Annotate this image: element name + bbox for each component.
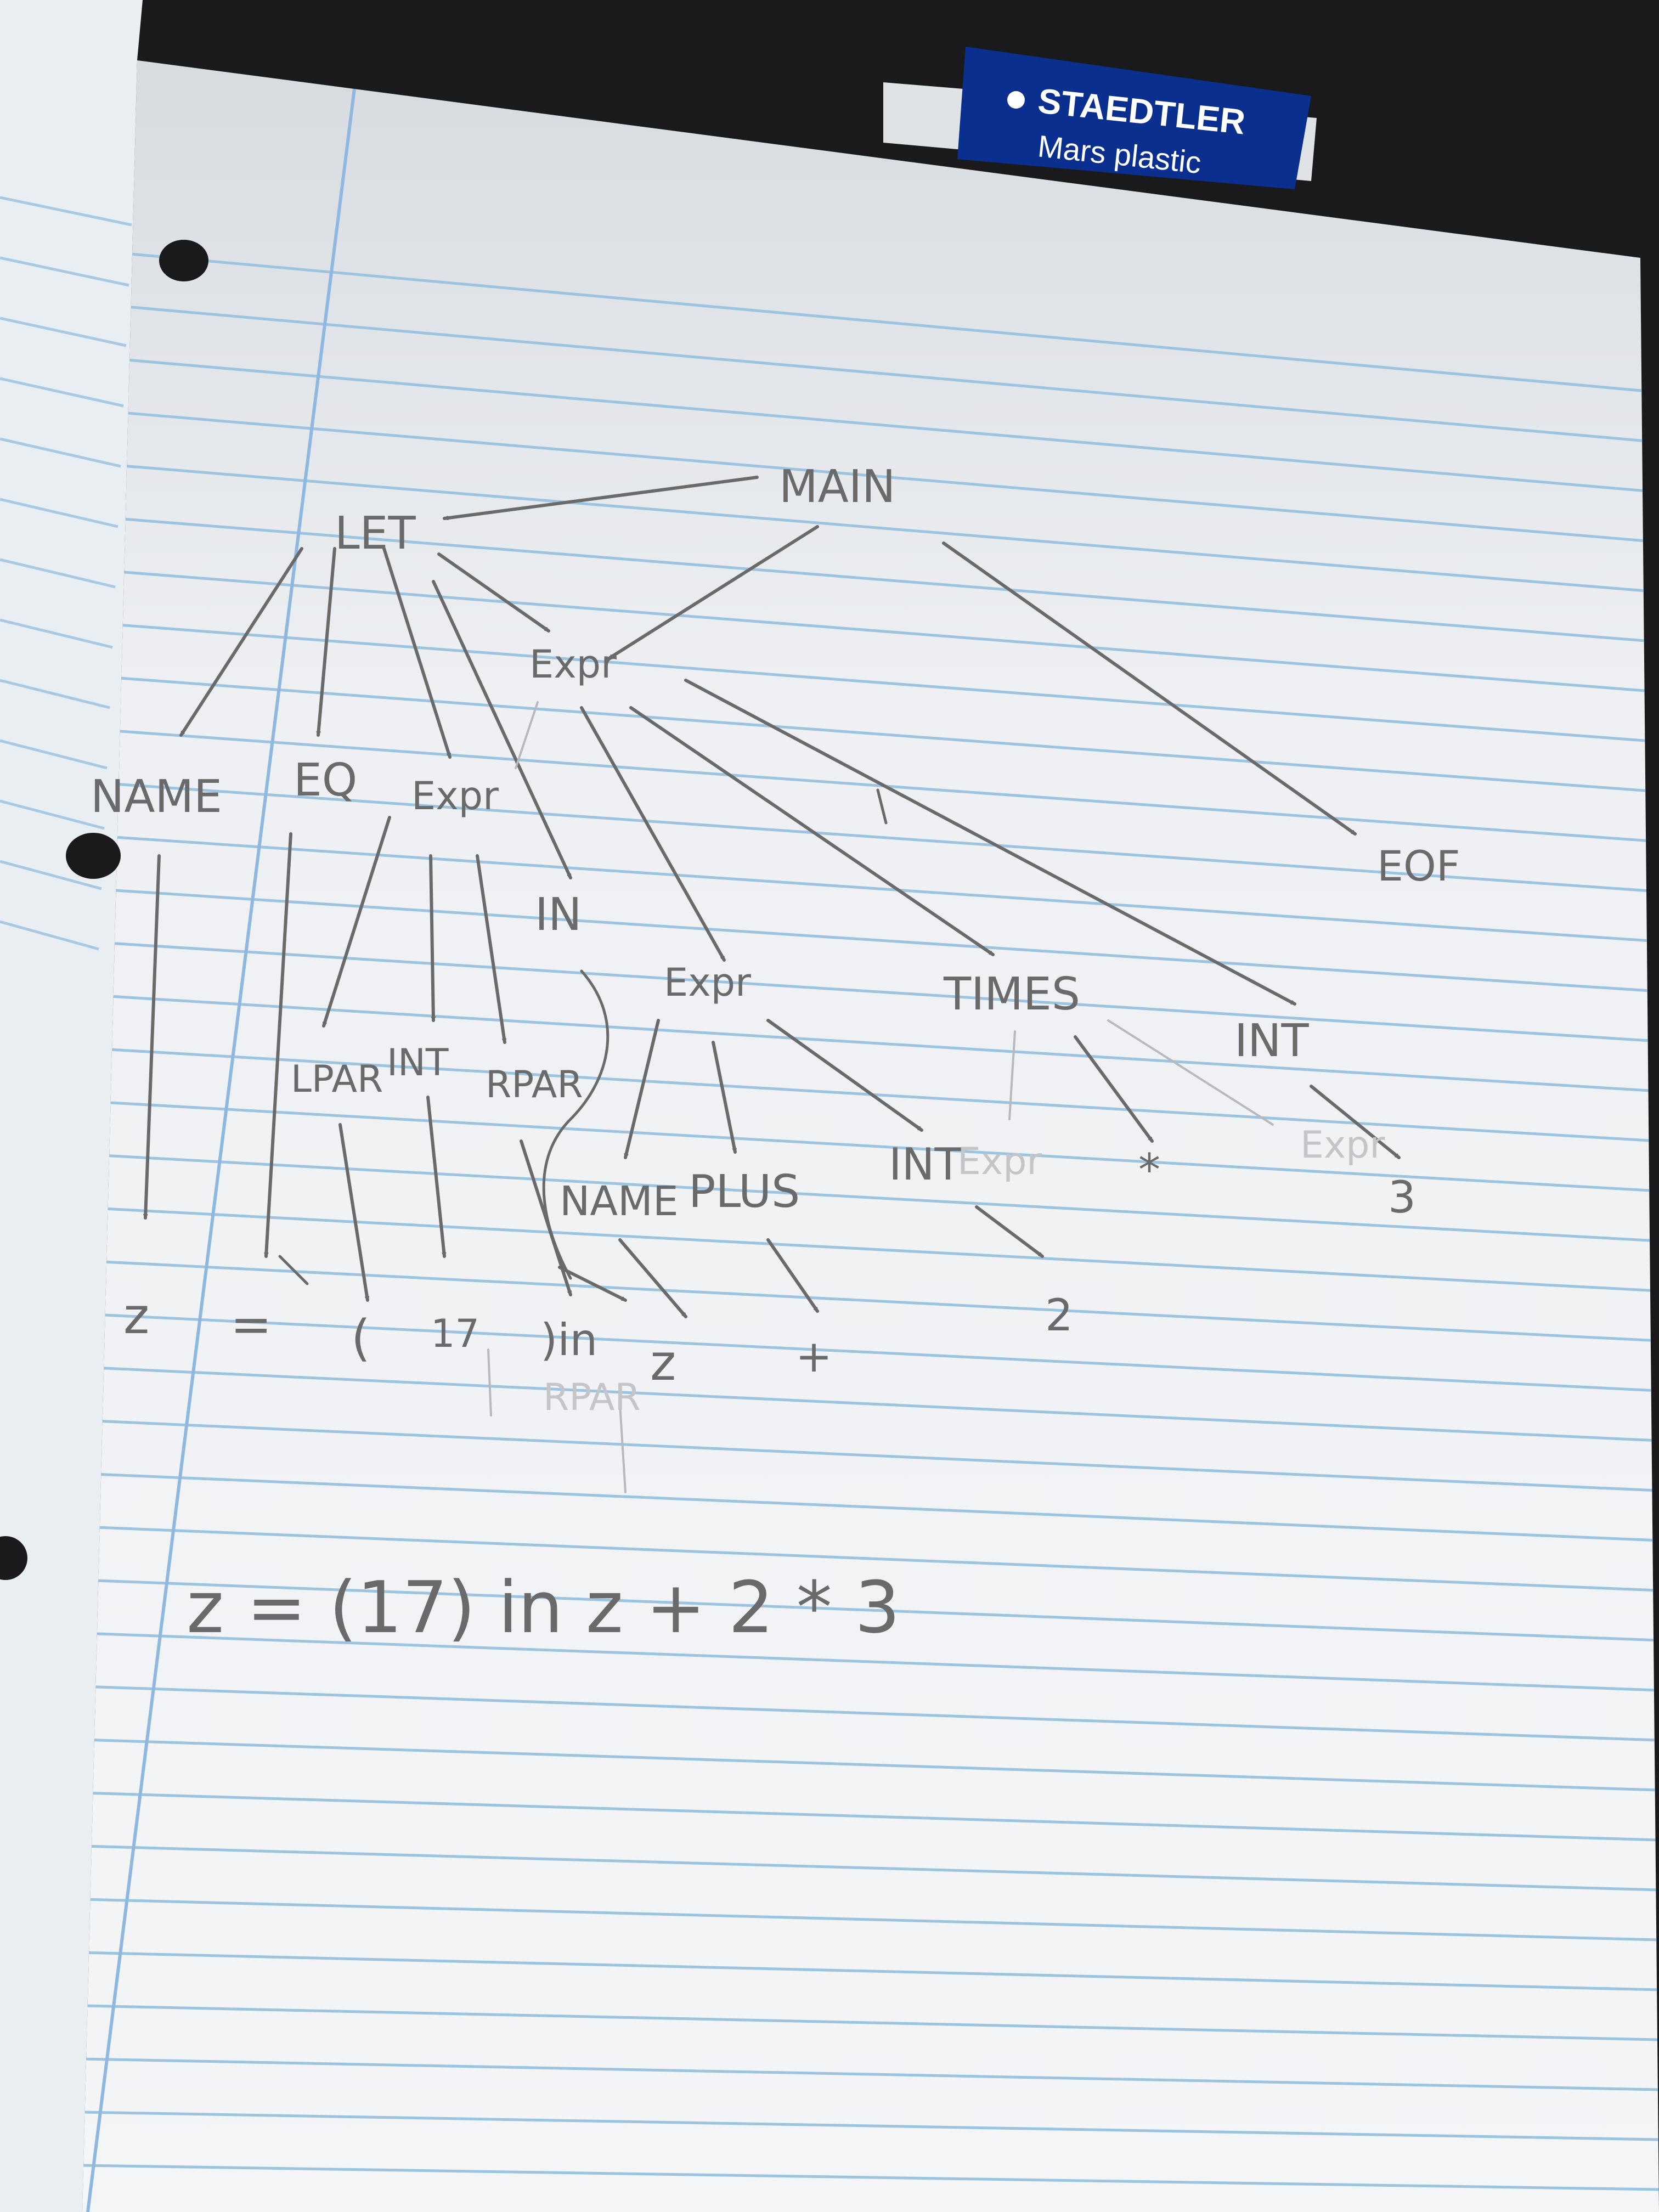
node-main: MAIN <box>779 461 895 513</box>
binder-hole-bottom <box>0 1536 27 1580</box>
node-eof: EOF <box>1377 842 1460 890</box>
node-eq: EQ <box>294 754 357 806</box>
node-expr-let: Expr <box>411 774 499 819</box>
node-int-2: INT <box>889 1139 962 1190</box>
node-int-17: INT <box>387 1041 449 1085</box>
tree-nodes: MAIN LET Expr NAME EQ Expr IN Expr TIMES… <box>91 461 1460 1341</box>
node-expr-mid: Expr <box>664 960 751 1005</box>
tree-edges-extra <box>278 788 888 1285</box>
faint-nodes: Expr Expr RPAR <box>543 1124 1385 1419</box>
binder-hole-middle <box>66 833 121 879</box>
node-two: 2 <box>1045 1290 1073 1341</box>
margin-line <box>86 71 358 2212</box>
eraser: STAEDTLER Mars plastic <box>883 47 1317 189</box>
node-let: LET <box>335 507 416 560</box>
binder-hole-top <box>159 240 208 281</box>
leaf-z: z <box>123 1288 149 1345</box>
leaf-equals: = <box>230 1296 272 1353</box>
back-page-rule-lines <box>0 196 132 951</box>
tree-edges <box>145 476 1401 1318</box>
node-int-right: INT <box>1234 1015 1310 1067</box>
faint-edges <box>487 701 1274 1493</box>
node-three: 3 <box>1388 1172 1416 1223</box>
node-lpar: LPAR <box>291 1058 383 1101</box>
node-star: * <box>1138 1144 1160 1195</box>
leaf-z2: z <box>650 1334 676 1392</box>
leaf-tokens: z = ( 17 )in z + <box>123 1288 832 1392</box>
node-plus: PLUS <box>689 1166 800 1218</box>
node-rpar-faint: RPAR <box>543 1376 641 1419</box>
node-expr-top: Expr <box>529 642 617 687</box>
leaf-plus: + <box>795 1331 832 1382</box>
node-expr-faint-b: Expr <box>1300 1124 1385 1167</box>
notebook-back-page <box>0 0 143 2212</box>
leaf-seventeen: 17 <box>431 1311 479 1356</box>
node-expr-faint-a: Expr <box>957 1140 1042 1183</box>
node-in: IN <box>535 889 582 941</box>
leaf-lparen: ( <box>351 1310 370 1367</box>
node-name: NAME <box>91 771 222 823</box>
final-expression: z = (17) in z + 2 * 3 <box>187 1566 900 1649</box>
node-rpar: RPAR <box>486 1063 583 1107</box>
leaf-rparen-in: )in <box>540 1314 597 1365</box>
node-times: TIMES <box>943 968 1080 1020</box>
rule-lines <box>82 248 1659 2191</box>
node-name-z: NAME <box>560 1178 679 1225</box>
